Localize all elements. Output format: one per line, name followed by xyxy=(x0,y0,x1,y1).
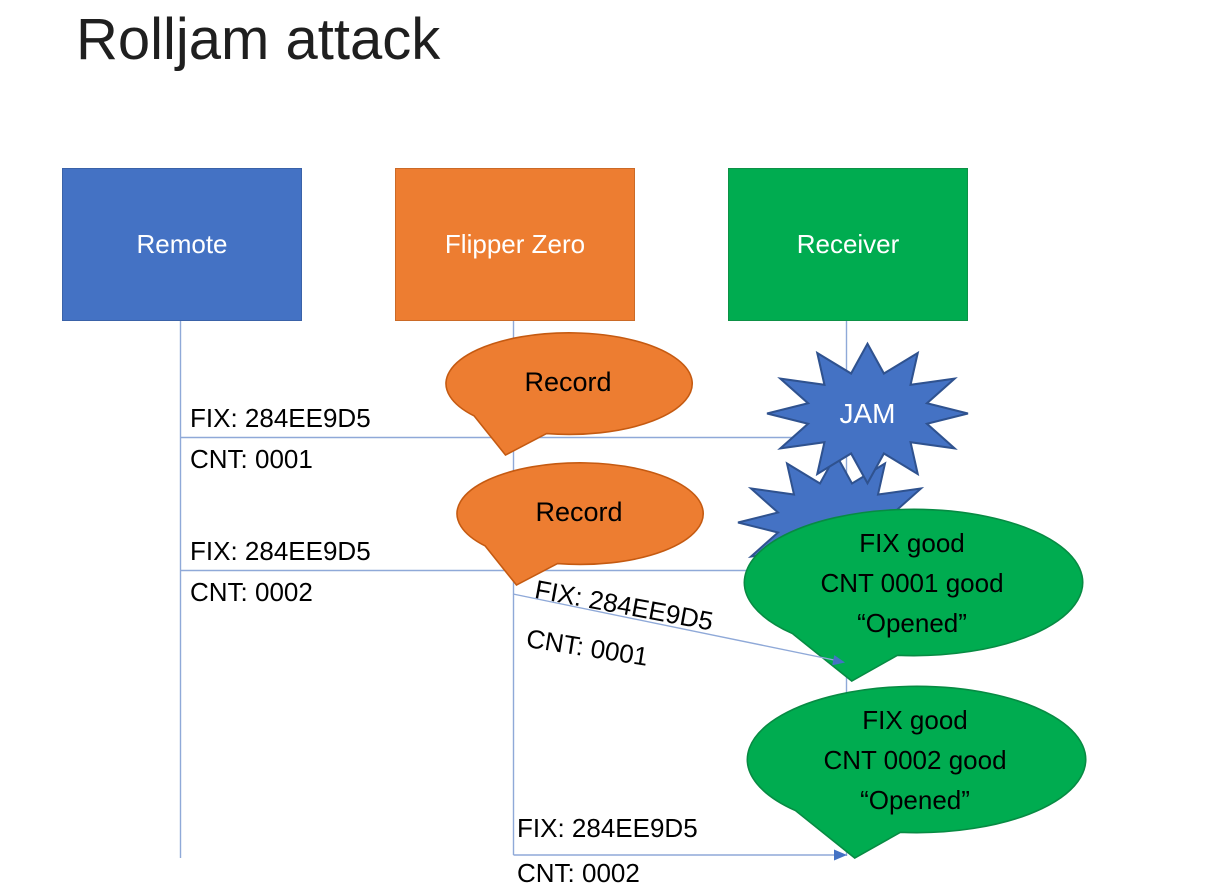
message-1-fix-label: FIX: 284EE9D5 xyxy=(190,403,371,433)
result-1-line-1: FIX good xyxy=(859,528,965,559)
record-callout-2: Record xyxy=(452,460,706,587)
result-callout-2-shape xyxy=(746,685,1087,859)
jam-starburst-1-shape xyxy=(766,341,969,486)
record-label-2: Record xyxy=(535,496,623,527)
speech-bubble-shape xyxy=(746,685,1087,859)
slide-title: Rolljam attack xyxy=(76,7,441,72)
message-1-cnt-label: CNT: 0001 xyxy=(190,444,313,474)
result-callout-1: FIX good CNT 0001 good “Opened” xyxy=(737,505,1087,683)
result-2-line-1: FIX good xyxy=(862,705,968,736)
message-2-fix-label: FIX: 284EE9D5 xyxy=(190,536,371,566)
result-2-line-3: “Opened” xyxy=(860,785,970,816)
record-callout-1-shape xyxy=(445,332,693,457)
record-callout-1: Record xyxy=(441,330,695,457)
message-4-cnt-label: CNT: 0002 xyxy=(517,858,640,888)
jam-starburst-1 xyxy=(766,341,969,486)
actor-label-remote: Remote xyxy=(136,229,228,259)
speech-bubble-shape xyxy=(456,462,704,587)
record-callout-2-shape xyxy=(456,462,704,587)
actor-label-receiver: Receiver xyxy=(796,229,900,259)
actor-box-receiver: Receiver xyxy=(728,168,968,321)
result-text-1: FIX good CNT 0001 good “Opened” xyxy=(737,512,1087,654)
result-text-2: FIX good CNT 0002 good “Opened” xyxy=(740,689,1090,831)
result-2-line-2: CNT 0002 good xyxy=(823,745,1007,776)
actor-box-remote: Remote xyxy=(62,168,302,321)
actor-box-flipper-zero: Flipper Zero xyxy=(395,168,635,321)
result-1-line-2: CNT 0001 good xyxy=(820,568,1004,599)
jam-label: JAM xyxy=(839,397,896,429)
speech-bubble-shape xyxy=(445,332,693,457)
result-callout-2: FIX good CNT 0002 good “Opened” xyxy=(740,682,1090,860)
result-1-line-3: “Opened” xyxy=(857,608,967,639)
message-4-fix-label: FIX: 284EE9D5 xyxy=(517,813,698,843)
message-2-cnt-label: CNT: 0002 xyxy=(190,577,313,607)
actor-label-flipper-zero: Flipper Zero xyxy=(444,229,586,259)
record-label-1: Record xyxy=(524,366,612,397)
